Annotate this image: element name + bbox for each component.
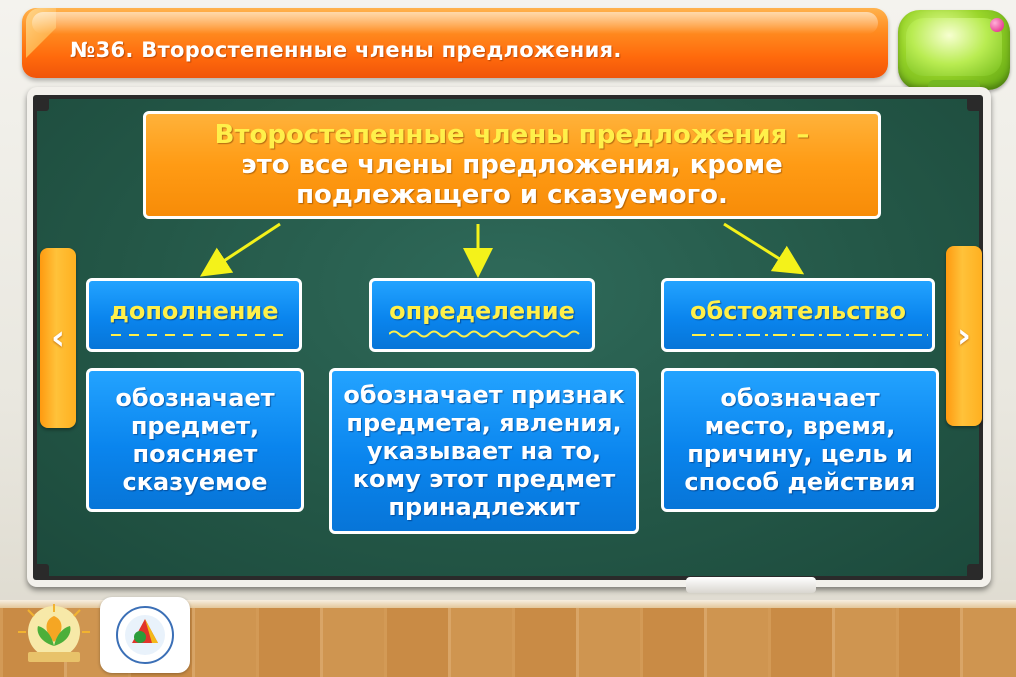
label-opredelenie[interactable]: определение — [369, 278, 595, 352]
label-dopolnenie[interactable]: дополнение — [86, 278, 302, 352]
label-text: обстоятельство — [689, 297, 928, 336]
institute-emblem-icon — [116, 606, 174, 664]
dashed-underline-icon — [111, 334, 288, 336]
wavy-underline-icon — [389, 330, 580, 338]
next-slide-button[interactable]: › — [946, 246, 982, 426]
title-banner: №36. Второстепенные члены предложения. — [22, 8, 888, 78]
label-obstoyatelstvo-text: обстоятельство — [689, 297, 907, 325]
banner-corner-tab — [26, 8, 56, 68]
monitor-power-dot — [990, 18, 1004, 32]
institute-logo — [100, 597, 190, 673]
board-corner — [967, 564, 983, 580]
label-obstoyatelstvo[interactable]: обстоятельство — [661, 278, 935, 352]
prev-slide-button[interactable]: ‹ — [40, 248, 76, 428]
chevron-left-icon: ‹ — [50, 318, 65, 358]
definition-term: Второстепенные члены предложения – — [214, 120, 810, 150]
board-corner — [33, 564, 49, 580]
label-text: дополнение — [109, 297, 288, 336]
board-corner — [967, 95, 983, 111]
desc-opredelenie: обозначает признак предмета, явления, ук… — [329, 368, 639, 534]
label-text: определение — [389, 297, 580, 338]
label-opredelenie-text: определение — [389, 297, 575, 325]
label-dopolnenie-text: дополнение — [109, 297, 279, 325]
definition-line: это все члены предложения, кроме — [241, 150, 783, 180]
desc-obstoyatelstvo: обозначает место, время, причину, цель и… — [661, 368, 939, 512]
definition-line: подлежащего и сказуемого. — [296, 180, 728, 210]
page-title: №36. Второстепенные члены предложения. — [70, 38, 622, 62]
board-corner — [33, 95, 49, 111]
desc-dopolnenie: обозначает предмет, поясняет сказуемое — [86, 368, 304, 512]
definition-box: Второстепенные члены предложения – это в… — [143, 111, 881, 219]
dash-dot-underline-icon — [691, 334, 928, 336]
chalk-tray — [686, 577, 816, 593]
school-logo-icon — [18, 604, 90, 662]
chevron-right-icon: › — [956, 316, 971, 356]
monitor-screen — [906, 18, 1002, 76]
monitor-icon[interactable] — [898, 10, 1010, 94]
